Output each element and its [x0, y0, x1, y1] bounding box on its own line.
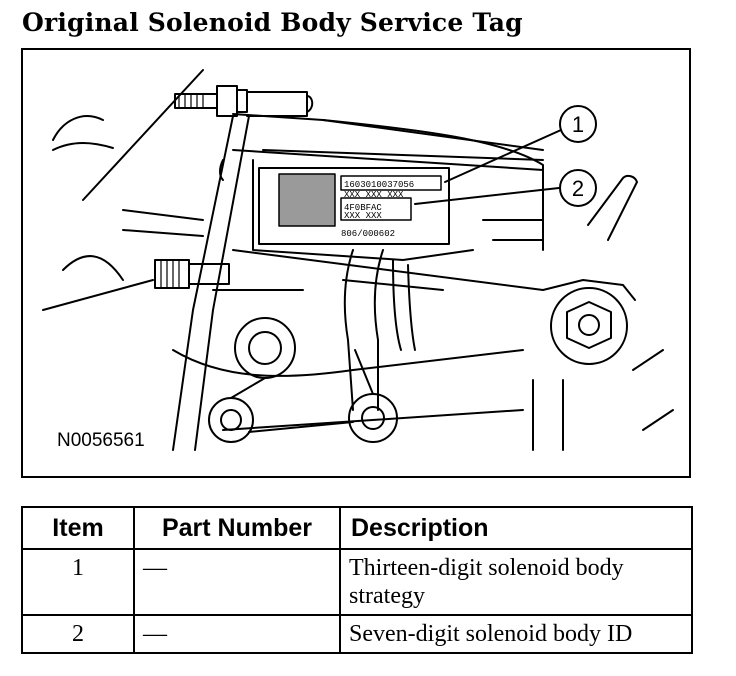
header-description: Description — [339, 506, 693, 550]
callout-1: 1 — [572, 112, 584, 137]
callout-2: 2 — [572, 176, 584, 201]
figure-id: N0056561 — [57, 430, 145, 451]
page-title: Original Solenoid Body Service Tag — [22, 8, 523, 37]
row-part-number: — — [133, 614, 341, 654]
parts-table: Item Part Number Description 1 — Thirtee… — [21, 506, 693, 654]
table-row: 1 — Thirteen-digit solenoid body strateg… — [21, 548, 693, 616]
row-description: Seven-digit solenoid body ID — [339, 614, 693, 654]
line-drawing: 1 2 1603010037056 XXX XXX XXX 4F0BFAC XX… — [42, 69, 674, 451]
row-description: Thirteen-digit solenoid body strategy — [339, 548, 693, 616]
row-item: 2 — [21, 614, 135, 654]
row-item: 1 — [21, 548, 135, 616]
tag-line-2: XXX XXX XXX — [344, 190, 404, 200]
tag-line-4: XXX XXX — [344, 211, 382, 221]
table-row: 2 — Seven-digit solenoid body ID — [21, 614, 693, 654]
row-part-number: — — [133, 548, 341, 616]
header-part-number: Part Number — [133, 506, 341, 550]
tag-line-5: 806/000602 — [341, 229, 395, 239]
tag-body-id: 4F0BFAC — [344, 203, 382, 213]
header-item: Item — [21, 506, 135, 550]
tag-strategy-number: 1603010037056 — [344, 180, 414, 190]
solenoid-body-illustration: 1 2 1603010037056 XXX XXX XXX 4F0BFAC XX… — [21, 48, 691, 478]
table-header-row: Item Part Number Description — [21, 506, 693, 550]
